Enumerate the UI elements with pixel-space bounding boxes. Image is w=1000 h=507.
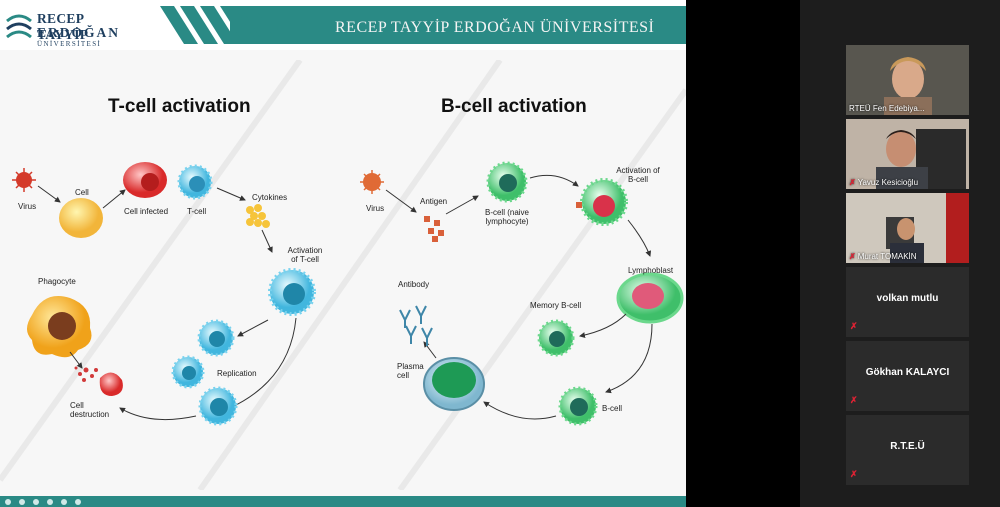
cytokines-icon — [246, 204, 270, 228]
participant-video-1 — [846, 45, 969, 115]
b-cell-icon — [558, 386, 598, 426]
mic-off-icon: ✗ — [850, 395, 858, 405]
label-cell-infected: Cell infected — [124, 207, 169, 216]
participant-tile-4[interactable]: volkan mutlu ✗ — [846, 267, 969, 337]
plasma-cell-icon — [423, 357, 485, 411]
participant-video-3 — [846, 193, 969, 263]
label-naive-b-cell: B-cell (naive lymphocyte) — [484, 208, 529, 226]
phagocyte-icon — [27, 296, 92, 358]
label-antibody: Antibody — [398, 280, 430, 289]
activated-b-cell-icon — [576, 178, 628, 226]
participant-name-2-text: Yavuz Kesicioğlu — [857, 178, 919, 187]
mic-off-icon: ✗ — [850, 469, 858, 479]
participant-tile-2[interactable]: ✗Yavuz Kesicioğlu — [846, 119, 969, 189]
naive-b-cell-icon — [486, 161, 528, 203]
label-phagocyte: Phagocyte — [38, 277, 76, 286]
diagram-graphics — [12, 161, 684, 426]
mic-off-icon: ✗ — [850, 321, 858, 331]
logo-line-1: RECEP TAYYİP — [37, 11, 89, 42]
shared-slide: RECEP TAYYİP ERDOĞAN ÜNİVERSİTESİ RECEP … — [0, 0, 686, 507]
header-band — [230, 6, 686, 44]
participant-name-5: Gökhan KALAYCI — [865, 367, 950, 378]
watermark-pattern — [0, 60, 686, 490]
participant-tile-5[interactable]: Gökhan KALAYCI ✗ — [846, 341, 969, 411]
t-cell-title: T-cell activation — [108, 96, 251, 117]
label-b-virus: Virus — [366, 204, 385, 213]
participant-tile-3[interactable]: ✗Murat TOMAKİN — [846, 193, 969, 263]
participant-video-2 — [846, 119, 969, 189]
label-t-cell: Cell — [75, 188, 89, 197]
label-activation-t-cell: Activation of T-cell — [287, 246, 323, 264]
logo-line-2: ERDOĞAN — [37, 25, 121, 40]
label-cytokines: Cytokines — [252, 193, 288, 202]
participant-name-3: ✗Murat TOMAKİN — [849, 252, 917, 261]
slide-header: RECEP TAYYİP ERDOĞAN ÜNİVERSİTESİ RECEP … — [0, 0, 686, 50]
replicated-t-cells-icon — [171, 319, 238, 426]
activated-t-cell-icon — [268, 268, 316, 316]
participant-name-4: volkan mutlu — [876, 293, 939, 304]
label-t-virus: Virus — [18, 202, 37, 211]
label-b-cell: B-cell — [602, 404, 623, 413]
antigen-icon — [424, 216, 444, 242]
label-replication: Replication — [217, 369, 257, 378]
university-logo: RECEP TAYYİP ERDOĞAN ÜNİVERSİTESİ — [4, 9, 134, 49]
label-plasma-cell: Plasma cell — [397, 362, 424, 380]
header-stripes — [160, 6, 300, 44]
t-cell-virus-icon — [12, 168, 36, 192]
label-cell-destruction: Cell destruction — [70, 401, 110, 419]
immune-diagram: Virus Cell Cell infected T-cell Cytokine… — [0, 130, 686, 500]
slide-footer — [0, 496, 686, 507]
b-cell-virus-icon — [360, 170, 384, 194]
t-cell-icon — [177, 164, 213, 200]
logo-line-3: ÜNİVERSİTESİ — [37, 40, 102, 48]
mic-off-icon: ✗ — [849, 178, 856, 187]
logo-emblem-icon — [6, 14, 32, 39]
memory-b-cell-icon — [537, 319, 575, 357]
university-banner: RECEP TAYYİP ERDOĞAN ÜNİVERSİTESİ — [335, 19, 655, 36]
label-lymphoblast: Lymphoblast — [628, 266, 674, 275]
video-gap — [686, 0, 800, 507]
participant-tile-1[interactable]: RTEÜ Fen Edebiya... — [846, 45, 969, 115]
label-antigen: Antigen — [420, 197, 448, 206]
participant-tile-6[interactable]: R.T.E.Ü ✗ — [846, 415, 969, 485]
b-cell-title: B-cell activation — [441, 96, 587, 117]
lymphoblast-icon — [616, 272, 684, 324]
label-memory-b-cell: Memory B-cell — [530, 301, 582, 310]
cell-destruction-icon — [74, 366, 123, 396]
footer-dots — [5, 499, 81, 505]
mic-off-icon: ✗ — [849, 252, 856, 261]
participant-name-2: ✗Yavuz Kesicioğlu — [849, 178, 918, 187]
label-t-cell-2: T-cell — [187, 207, 207, 216]
participant-name-1: RTEÜ Fen Edebiya... — [849, 104, 925, 113]
label-activation-b-cell: Activation of B-cell — [616, 166, 660, 184]
participant-name-6: R.T.E.Ü — [890, 441, 925, 452]
participant-name-3-text: Murat TOMAKİN — [857, 252, 917, 261]
antibody-icon — [399, 305, 433, 346]
infected-cell-icon — [123, 162, 167, 198]
